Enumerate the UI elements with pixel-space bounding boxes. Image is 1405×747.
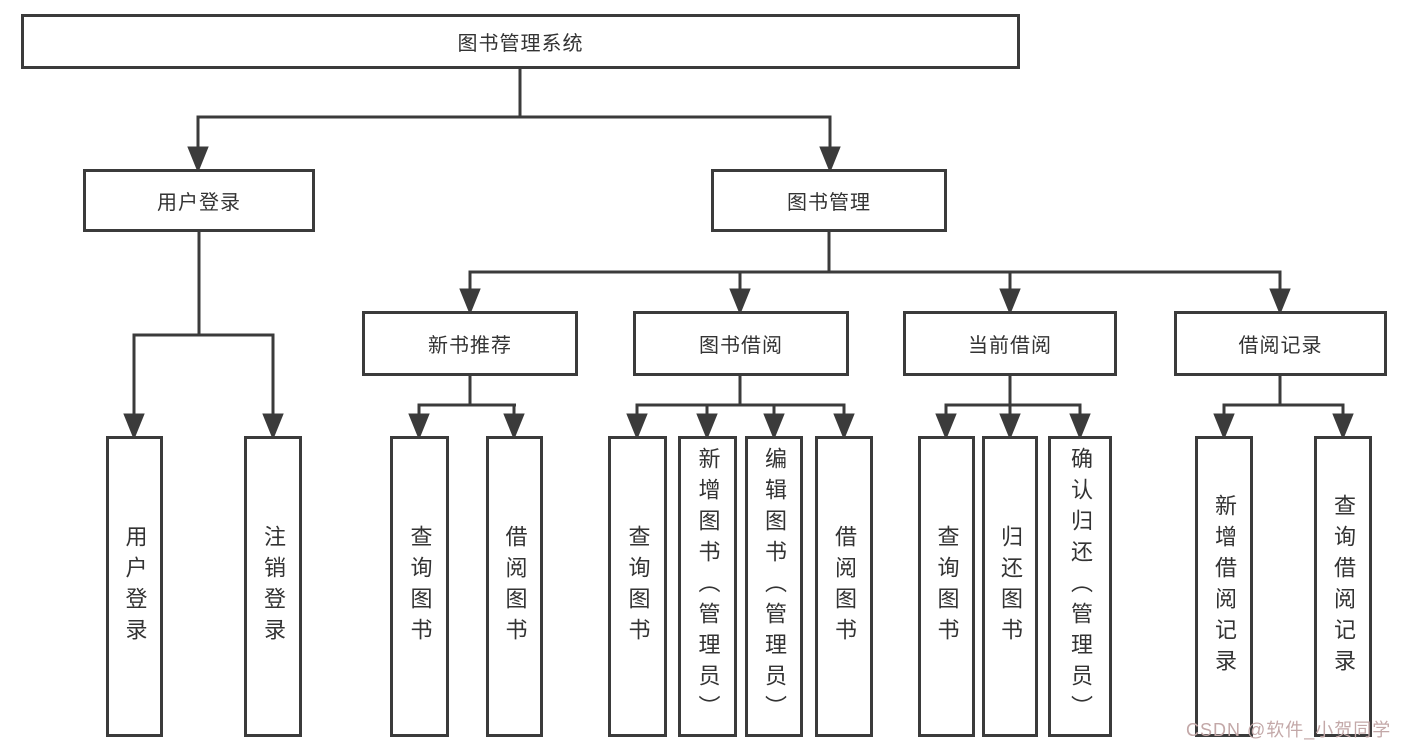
leaf-confirm-return-admin: 确认归还（管理员） (1048, 436, 1112, 737)
leaf-edit-books-admin: 编辑图书（管理员） (745, 436, 803, 737)
csdn-watermark: CSDN @软件_小贺同学 (1186, 720, 1392, 740)
leaf-add-books-admin: 新增图书（管理员） (678, 436, 737, 737)
node-new-book-recommendation: 新书推荐 (362, 311, 578, 376)
node-borrowing-records: 借阅记录 (1174, 311, 1387, 376)
node-book-management: 图书管理 (711, 169, 947, 232)
node-book-borrowing: 图书借阅 (633, 311, 849, 376)
leaf-recommend-query-books: 查询图书 (390, 436, 449, 737)
leaf-logout: 注销登录 (244, 436, 302, 737)
node-library-management-system: 图书管理系统 (21, 14, 1020, 69)
leaf-borrowing-borrow-books: 借阅图书 (815, 436, 873, 737)
leaf-user-login: 用户登录 (106, 436, 163, 737)
leaf-borrowing-query-books: 查询图书 (608, 436, 667, 737)
leaf-recommend-borrow-books: 借阅图书 (486, 436, 543, 737)
node-user-login: 用户登录 (83, 169, 315, 232)
leaf-return-books: 归还图书 (982, 436, 1038, 737)
leaf-add-borrow-record: 新增借阅记录 (1195, 436, 1253, 737)
leaf-current-query-books: 查询图书 (918, 436, 975, 737)
node-current-borrowing: 当前借阅 (903, 311, 1117, 376)
leaf-query-borrow-record: 查询借阅记录 (1314, 436, 1372, 737)
